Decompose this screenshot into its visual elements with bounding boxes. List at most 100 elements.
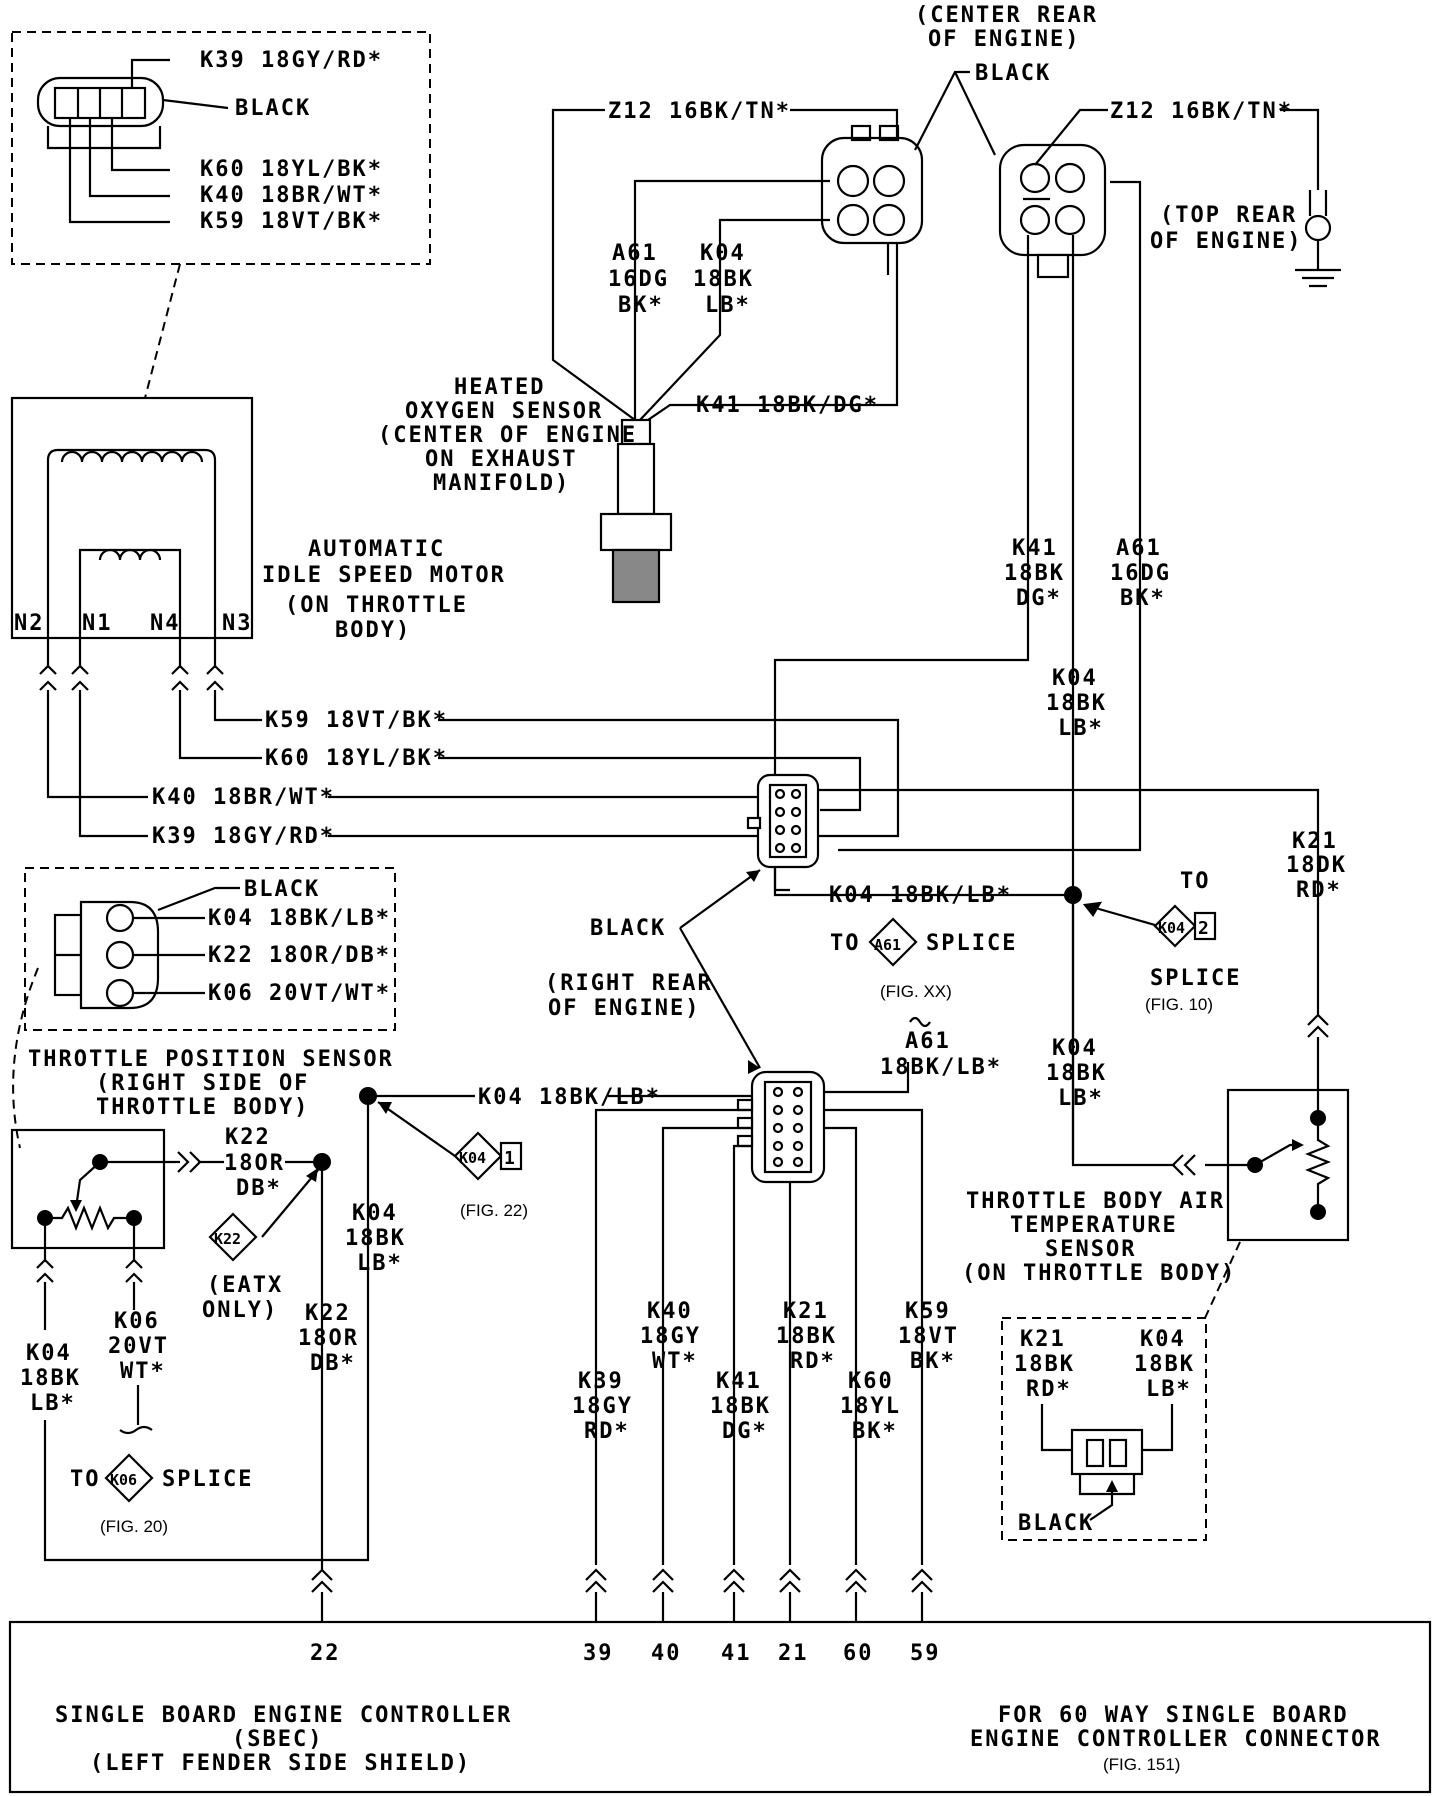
k21-right-1: K21 <box>1292 829 1338 854</box>
k04-left-vert-1: K04 <box>26 1341 72 1366</box>
fig151-label: (FIG. 151) <box>1103 1755 1180 1774</box>
tps-black-label: BLACK <box>244 877 320 902</box>
ground-connector-latch <box>1036 253 1070 279</box>
k04-vert-2: 18BK <box>1046 691 1107 716</box>
k39-v-2: 18GY <box>572 1394 633 1419</box>
k22-vert-1: K22 <box>305 1301 351 1326</box>
k59-v-2: 18VT <box>898 1324 959 1349</box>
k59-h-label: K59 18VT/BK* <box>265 708 448 733</box>
k60-v-1: K60 <box>848 1369 894 1394</box>
k04-upper-2: 18BK <box>693 267 754 292</box>
for60-1: FOR 60 WAY SINGLE BOARD <box>998 1703 1349 1728</box>
eatx-2: ONLY) <box>202 1298 278 1323</box>
k41-vert-2: 18BK <box>1004 561 1065 586</box>
controller-pin-chevrons <box>311 1565 933 1622</box>
k04-badge1-text: K04 <box>459 1149 486 1167</box>
tbat-k21-3: RD* <box>1026 1377 1072 1402</box>
k04-pcm-vert-1: K04 <box>352 1201 398 1226</box>
k41-v-1: K41 <box>716 1369 762 1394</box>
pin-n4: N4 <box>150 611 181 636</box>
tps-sensor: K22 18OR DB* K22 (EATX ONLY) K22 18OR DB… <box>10 1125 357 1565</box>
lower-connector: K04 18BK/LB* <box>478 1062 924 1565</box>
k04-upper-1: K04 <box>700 241 746 266</box>
a61-upper-3: BK* <box>618 293 664 318</box>
black-mid-labels: BLACK (RIGHT REAR OF ENGINE) TO A61 SPLI… <box>545 869 1017 1080</box>
tps-title-3: THROTTLE BODY) <box>96 1095 309 1120</box>
sbec-title-2: (SBEC) <box>232 1727 323 1752</box>
tps-inset: BLACK K04 18BK/LB* K22 18OR/DB* K06 20VT… <box>24 867 396 1031</box>
splice-right-label: SPLICE <box>1150 966 1241 991</box>
fig22-label: (FIG. 22) <box>460 1201 528 1220</box>
o2-title-4: ON EXHAUST <box>425 447 577 472</box>
splice-a61-label: SPLICE <box>926 931 1017 956</box>
k04-splice-left: K04 1 (FIG. 22) K04 18BK LB* <box>58 1087 528 1562</box>
a61-badge-text: A61 <box>874 936 901 954</box>
k40-v-2: 18GY <box>640 1324 701 1349</box>
tbat-k21-1: K21 <box>1020 1327 1066 1352</box>
k04-splice2-num: 2 <box>1198 918 1211 939</box>
k40-h-label: K40 18BR/WT* <box>152 785 335 810</box>
to-a61-label: TO <box>830 931 861 956</box>
a61-badge <box>868 917 918 967</box>
to-top-label: TO <box>1180 869 1211 894</box>
k04-vert-3: LB* <box>1058 716 1104 741</box>
tbat-k04-2: 18BK <box>1134 1352 1195 1377</box>
k21-v-3: RD* <box>790 1349 836 1374</box>
sbec-title-3: (LEFT FENDER SIDE SHIELD) <box>90 1751 471 1776</box>
tbat-inset: K21 18BK RD* K04 18BK LB* BLACK <box>1001 1317 1207 1541</box>
figxx-label: (FIG. XX) <box>880 982 952 1001</box>
tbat-k04-3: LB* <box>1146 1377 1192 1402</box>
top-rear-1: (TOP REAR <box>1160 203 1297 228</box>
for60-2: ENGINE CONTROLLER CONNECTOR <box>970 1727 1382 1752</box>
pin-40: 40 <box>651 1641 682 1666</box>
to-k06-label: TO <box>70 1467 101 1492</box>
a61-upper-2: 16DG <box>608 267 669 292</box>
middle-connector: K04 18BK/LB* <box>746 773 1320 908</box>
k04-tbat-1: K04 <box>1052 1036 1098 1061</box>
k59-v-3: BK* <box>910 1349 956 1374</box>
top-rear-2: OF ENGINE) <box>1150 229 1302 254</box>
tbat-title-1: THROTTLE BODY AIR <box>966 1189 1225 1214</box>
idle-speed-motor: N2 N1 N4 N3 AUTOMATIC IDLE SPEED MOTOR (… <box>10 396 504 643</box>
pin-n2: N2 <box>14 611 45 636</box>
k21-right-2: 18DK <box>1286 853 1347 878</box>
idle-motor-wires: K59 18VT/BK* K60 18YL/BK* K40 18BR/WT* K… <box>39 640 900 849</box>
idle-conn-k39-label: K39 18GY/RD* <box>200 48 383 73</box>
black-mid-label: BLACK <box>590 916 666 941</box>
k39-v-3: RD* <box>584 1419 630 1444</box>
center-rear-labels: (CENTER REAR OF ENGINE) BLACK <box>914 3 1098 156</box>
k22-wire-2: 18OR <box>224 1151 285 1176</box>
tbat-title-3: SENSOR <box>1045 1237 1136 1262</box>
o2-title-1: HEATED <box>454 375 545 400</box>
k04-vert-1: K04 <box>1052 666 1098 691</box>
tps-title-1: THROTTLE POSITION SENSOR <box>28 1047 394 1072</box>
idle-connector-inset: K39 18GY/RD* BLACK K60 18YL/BK* K40 18BR… <box>11 31 431 265</box>
k60-v-3: BK* <box>852 1419 898 1444</box>
tps-k04-label: K04 18BK/LB* <box>208 906 391 931</box>
idle-conn-k59-label: K59 18VT/BK* <box>200 209 383 234</box>
black-top-label: BLACK <box>975 61 1051 86</box>
k06-vert-2: 20VT <box>108 1334 169 1359</box>
tbat-k04-1: K04 <box>1140 1327 1186 1352</box>
center-rear-2: OF ENGINE) <box>928 27 1080 52</box>
k04-upper-3: LB* <box>705 293 751 318</box>
center-rear-1: (CENTER REAR <box>915 3 1098 28</box>
k04-pcm-vert-3: LB* <box>357 1251 403 1276</box>
o2-sensor-hex <box>599 512 673 552</box>
idle-conn-black-label: BLACK <box>235 96 311 121</box>
k22-badge <box>208 1212 258 1262</box>
o2-sensor-cap <box>620 418 652 446</box>
k21-right-3: RD* <box>1296 878 1342 903</box>
idle-motor-title-3: (ON THROTTLE <box>285 593 468 618</box>
tbat-title-2: TEMPERATURE <box>1010 1213 1178 1238</box>
a61-vert-3: BK* <box>1120 586 1166 611</box>
k21-v-2: 18BK <box>776 1324 837 1349</box>
right-rear-2: OF ENGINE) <box>548 996 700 1021</box>
k04-low-label: K04 18BK/LB* <box>478 1085 661 1110</box>
tbat-black-label: BLACK <box>1018 1511 1094 1536</box>
k21-v-1: K21 <box>783 1299 829 1324</box>
k22-vert-3: DB* <box>310 1351 356 1376</box>
k59-v-1: K59 <box>905 1299 951 1324</box>
a61-lower-2: 18BK/LB* <box>880 1055 1002 1080</box>
tbat-k21-2: 18BK <box>1014 1352 1075 1377</box>
